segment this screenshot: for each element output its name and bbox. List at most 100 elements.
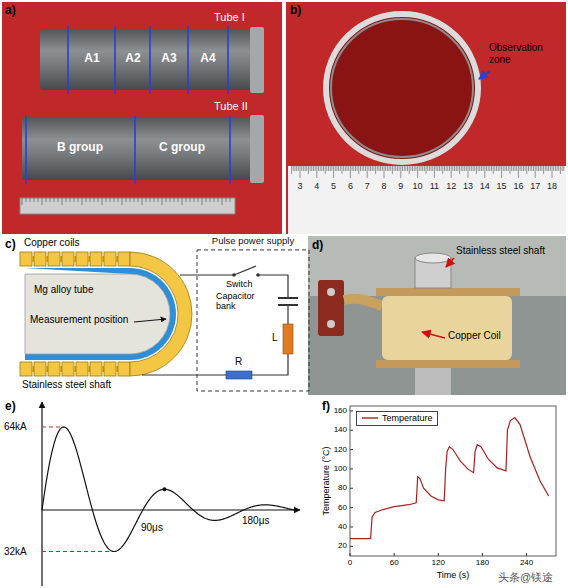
ruler-tick xyxy=(402,166,403,171)
clamp xyxy=(318,280,344,336)
time-label: 180μs xyxy=(242,515,269,527)
waveform-group xyxy=(42,427,294,552)
ruler-tick xyxy=(441,166,442,171)
ruler-tick xyxy=(550,166,551,171)
current-curve xyxy=(42,427,294,552)
part-label: Stainless steel shaft xyxy=(22,379,111,391)
ruler-tick xyxy=(380,166,381,171)
ruler-tick xyxy=(296,166,297,171)
tick-label: 20 xyxy=(338,541,347,550)
ruler-tick xyxy=(305,166,306,171)
part-label: Measurement position xyxy=(30,314,128,326)
switch-contact xyxy=(256,273,260,277)
ruler-tick xyxy=(372,166,373,171)
ruler-tick xyxy=(34,198,35,202)
coil-turn xyxy=(90,362,102,376)
panel-label: f) xyxy=(322,400,330,414)
ruler-tick xyxy=(70,198,71,202)
tick-label: 240 xyxy=(520,558,533,567)
ruler-tick xyxy=(373,166,374,171)
ruler-number: 15 xyxy=(497,181,507,191)
ruler-tick xyxy=(520,166,521,171)
ruler-tick xyxy=(218,198,219,202)
dashed-guide xyxy=(42,551,114,552)
ruler-tick xyxy=(336,166,337,171)
ruler-number: 18 xyxy=(547,181,557,191)
ruler-tick xyxy=(518,166,519,178)
tick-label: 160 xyxy=(334,406,347,415)
symbol-label: R xyxy=(235,356,242,368)
ruler-tick xyxy=(531,166,532,171)
ruler-tick xyxy=(206,198,207,202)
ruler-tick xyxy=(464,166,465,171)
tick-mark xyxy=(350,468,353,469)
ruler-tick xyxy=(385,166,386,171)
ruler-tick xyxy=(412,166,413,171)
coil-turn xyxy=(48,252,60,266)
tick-label: 80 xyxy=(338,483,347,492)
tick-label: 40 xyxy=(338,522,347,531)
ruler-tick xyxy=(452,166,453,171)
section-line xyxy=(134,116,136,184)
ruler-tick xyxy=(489,166,490,171)
peak-dot xyxy=(162,487,166,491)
ruler-tick xyxy=(367,166,368,178)
ruler-tick xyxy=(102,198,103,205)
tube-label: Tube II xyxy=(214,100,248,113)
pointer-arrow xyxy=(422,332,445,338)
tick-label: 120 xyxy=(432,558,445,567)
ruler-tick xyxy=(530,166,531,171)
ruler-tick xyxy=(473,166,474,171)
ruler-tick xyxy=(494,166,495,171)
ruler-tick xyxy=(377,166,378,171)
ruler-tick xyxy=(424,166,425,171)
ruler-tick xyxy=(451,166,452,178)
ruler-tick xyxy=(486,166,487,171)
ruler-tick xyxy=(466,166,467,171)
ruler-tick xyxy=(457,166,458,171)
section-line xyxy=(25,116,27,184)
panel-label: c) xyxy=(5,238,16,252)
ruler-tick xyxy=(422,166,423,171)
ruler-tick xyxy=(110,198,111,202)
ruler-tick xyxy=(526,166,527,174)
coil-turn xyxy=(118,362,130,376)
ruler-tick xyxy=(182,198,183,205)
ruler-tick xyxy=(496,166,497,171)
ruler-tick xyxy=(321,166,322,171)
section-line xyxy=(149,26,151,94)
coil-turn xyxy=(62,362,74,376)
chart-group xyxy=(350,411,549,556)
ruler-ticks xyxy=(292,166,564,178)
ruler-tick xyxy=(303,166,304,171)
ruler-tick xyxy=(22,198,23,205)
ruler-tick xyxy=(294,166,295,171)
ruler-tick xyxy=(420,166,421,171)
panel-label: a) xyxy=(5,4,16,18)
ruler-tick xyxy=(442,166,443,174)
dashed-guide xyxy=(42,427,64,428)
ruler-tick xyxy=(414,166,415,171)
ruler-tick xyxy=(419,166,420,171)
tick-mark xyxy=(526,553,527,556)
ruler-tick xyxy=(395,166,396,171)
box-outline xyxy=(196,236,310,392)
coil-lead xyxy=(344,299,382,306)
ruler-tick xyxy=(462,166,463,171)
ruler-tick xyxy=(545,166,546,171)
ruler-tick xyxy=(150,198,151,202)
ruler-tick xyxy=(409,166,410,174)
ruler-tick xyxy=(417,166,418,178)
ruler-tick xyxy=(338,166,339,171)
part-label: Copper coils xyxy=(24,237,80,249)
ruler-tick xyxy=(190,198,191,202)
ruler-tick xyxy=(50,198,51,202)
zone-label: A2 xyxy=(125,52,140,66)
tick-mark xyxy=(438,553,439,556)
ruler-tick xyxy=(210,198,211,202)
shaft-end xyxy=(415,253,451,263)
zone-label: A3 xyxy=(161,52,176,66)
ruler-tick xyxy=(342,166,343,174)
ruler-tick xyxy=(553,166,554,171)
